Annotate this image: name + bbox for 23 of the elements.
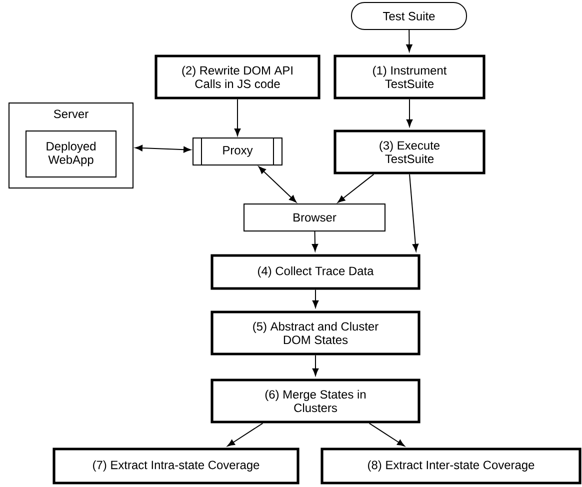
process-box: (4) Collect Trace Data [210, 254, 420, 290]
arrow [312, 289, 319, 308]
arrow [258, 166, 297, 203]
arrow [368, 422, 405, 446]
arrow [135, 144, 192, 153]
process-box: (2) Rewrite DOM API Calls in JS code [154, 54, 320, 100]
process-box: Browser [244, 204, 386, 232]
arrow [409, 174, 419, 252]
process-box: (7) Extract Intra-state Coverage [52, 448, 300, 484]
process-box: Deployed WebApp [26, 130, 116, 178]
arrow [312, 354, 319, 376]
arrow [227, 422, 264, 446]
process-box: (8) Extract Inter-state Coverage [320, 448, 582, 484]
arrow [312, 231, 318, 252]
process-box: (5) Abstract and Cluster DOM States [210, 310, 420, 356]
arrow [406, 30, 412, 52]
process-box: (3) Execute TestSuite [334, 130, 486, 174]
proxy-box: Proxy [192, 137, 282, 166]
process-box: (1) Instrument TestSuite [334, 54, 486, 100]
arrow [338, 174, 374, 203]
arrow [406, 98, 413, 127]
arrow [234, 98, 241, 136]
process-box: (6) Merge States in Clusters [210, 378, 420, 424]
